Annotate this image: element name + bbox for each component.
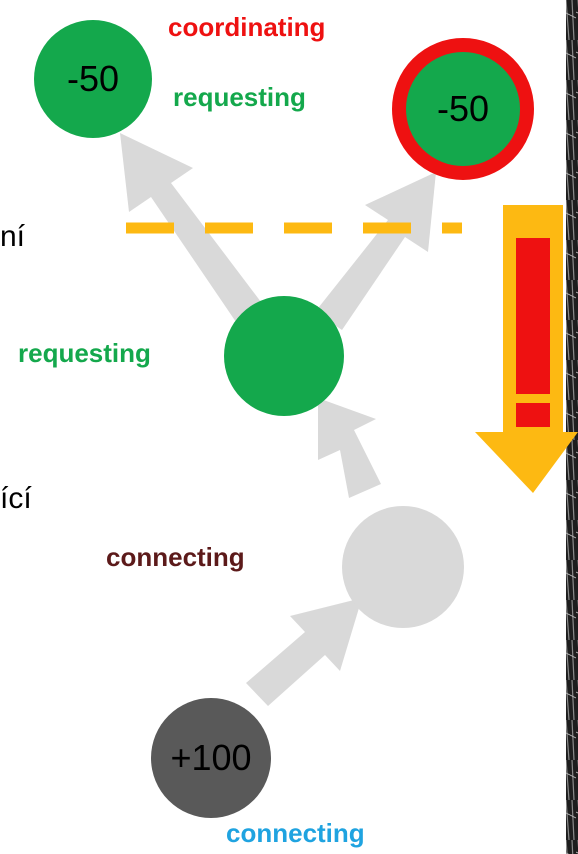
- label-coordinating: coordinating: [168, 12, 326, 42]
- arrow-to-lower: [246, 598, 362, 706]
- label-requesting-middle: requesting: [18, 338, 151, 368]
- node-top-left: -50: [34, 20, 152, 138]
- arrow-to-middle: [318, 398, 381, 498]
- label-connecting-bottom: connecting: [226, 818, 365, 848]
- node-lower: [342, 506, 464, 628]
- textured-edge-strip: [566, 0, 578, 854]
- node-bottom: +100: [151, 698, 271, 818]
- arrows: [120, 133, 436, 706]
- node-top-left-value: -50: [66, 58, 120, 99]
- label-requesting-top: requesting: [173, 82, 306, 112]
- exclamation-bar: [516, 238, 550, 394]
- node-top-right-value: -50: [436, 88, 490, 129]
- arrow-to-top-right: [315, 172, 436, 330]
- node-bottom-value: +100: [170, 737, 252, 778]
- arrow-to-top-left: [120, 133, 264, 322]
- text-fragment-lower: ící: [0, 482, 32, 515]
- node-middle: [224, 296, 344, 416]
- exclamation-dot: [516, 403, 550, 427]
- text-fragment-upper: ní: [0, 220, 26, 253]
- node-top-right: -50: [392, 38, 534, 180]
- label-connecting-middle: connecting: [106, 542, 245, 572]
